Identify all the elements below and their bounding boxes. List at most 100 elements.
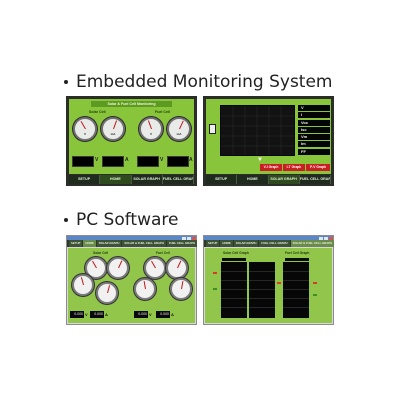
gauge-unit: mA: [176, 132, 182, 136]
gauge-unit: V: [83, 132, 86, 136]
pointer-icon: ▼: [257, 157, 263, 163]
grid-line: [249, 271, 275, 272]
legend-item: FF: [298, 148, 330, 155]
embedded-graph-display: V I Voc Isc Vm Im FF ▼ V-I Graph I-T Gra…: [206, 99, 331, 174]
fuel-voltage-readout: 0.000: [134, 311, 148, 318]
fuel-graph-label: Fuel Cell Graph: [285, 251, 310, 255]
menu-solar-graph[interactable]: SOLAR GRAPH: [96, 240, 122, 247]
fuel-current-unit: A: [171, 312, 174, 317]
legend-item: Isc: [298, 126, 330, 133]
pc-home-body: Solar Cell Fuel Cell 0.000 V 0.000 A 0.0…: [68, 248, 195, 323]
solar-graph-label: Solar Cell Graph: [223, 251, 249, 255]
solar-voltage-unit: V: [95, 157, 99, 163]
grid-line: [283, 280, 309, 281]
level-marker: [213, 272, 217, 274]
window-titlebar: [67, 236, 196, 240]
embedded-home-display: Solar & Fuel Cell Monitoring Solar Cell …: [69, 99, 194, 174]
menu-fuel-cell-graph[interactable]: FUEL CELL GRAPH: [166, 240, 198, 247]
fuel-voltage-value: [137, 156, 159, 167]
grid-line: [249, 280, 275, 281]
grid-line: [283, 271, 309, 272]
menu-solar-fuel-graph[interactable]: SOLAR & FUEL CELL GRAPH: [290, 240, 335, 247]
embedded-title: Solar & Fuel Cell Monitoring: [91, 101, 172, 107]
fuel-voltage-unit: V: [149, 312, 152, 317]
solar-voltage-value: [72, 156, 94, 167]
solar-power-gauge: [72, 274, 94, 296]
close-icon[interactable]: [329, 236, 333, 240]
solar-current-gauge: mA: [101, 117, 125, 141]
window-titlebar: [204, 236, 333, 240]
pc-home-window: SETUP HOME SOLAR GRAPH SOLAR & FUEL CELL…: [66, 235, 198, 325]
nav-home[interactable]: HOME: [237, 175, 269, 184]
heading-embedded: Embedded Monitoring System: [64, 72, 333, 92]
solar-graph-plot-2: [249, 262, 275, 318]
gauge-needle: [181, 281, 184, 290]
measurement-legend: V I Voc Isc Vm Im FF: [298, 105, 330, 156]
solar-graph-readout: [222, 258, 246, 261]
gauge-needle: [80, 120, 86, 130]
scale-marker: [209, 124, 216, 134]
fuel-current-gauge: mA: [167, 117, 191, 141]
solar-graph-plot: [220, 105, 295, 156]
embedded-nav: SETUP HOME SOLAR GRAPH FUEL CELL GRAPH: [206, 175, 331, 184]
grid-line: [249, 289, 275, 290]
embedded-home-screen: Solar & Fuel Cell Monitoring Solar Cell …: [66, 96, 197, 186]
legend-item: I: [298, 112, 330, 119]
solar-cell-label: Solar Cell: [89, 110, 106, 114]
gauge-needle: [177, 260, 182, 269]
fuel-voltage-gauge: [144, 257, 166, 279]
nav-home[interactable]: HOME: [100, 175, 132, 184]
fuel-voltage-gauge: V: [139, 117, 163, 141]
legend-item: V: [298, 105, 330, 111]
nav-fuel-cell-graph[interactable]: FUEL CELL GRAPH: [299, 175, 331, 184]
menu-home[interactable]: HOME: [220, 240, 233, 247]
level-marker: [213, 288, 217, 290]
fuel-cell-label: Fuel Cell: [155, 110, 170, 114]
menu-solar-fuel-graph[interactable]: SOLAR & FUEL CELL GRAPH: [122, 240, 166, 247]
grid-line: [221, 289, 247, 290]
tab-vi-graph[interactable]: V-I Graph: [260, 164, 282, 171]
gauge-needle: [147, 120, 152, 130]
minimize-icon[interactable]: [319, 236, 323, 240]
fuel-cell-label: Fuel Cell: [156, 251, 170, 255]
grid-line: [283, 289, 309, 290]
nav-setup[interactable]: SETUP: [206, 175, 238, 184]
gauge-needle: [118, 260, 123, 269]
solar-current-value: [102, 156, 124, 167]
menu-solar-graph[interactable]: SOLAR GRAPH: [233, 240, 259, 247]
menu-setup[interactable]: SETUP: [69, 240, 83, 247]
nav-solar-graph[interactable]: SOLAR GRAPH: [131, 175, 163, 184]
legend-item: Vm: [298, 134, 330, 141]
menu-home[interactable]: HOME: [83, 240, 96, 247]
grid-line: [221, 307, 247, 308]
embedded-graph-screen: V I Voc Isc Vm Im FF ▼ V-I Graph I-T Gra…: [203, 96, 334, 186]
legend-item: Voc: [298, 119, 330, 126]
grid-line: [283, 298, 309, 299]
menu-fuel-cell-graph[interactable]: FUEL CELL GRAPH: [259, 240, 290, 247]
pc-menu: SETUP HOME SOLAR GRAPH SOLAR & FUEL CELL…: [67, 240, 198, 247]
maximize-icon[interactable]: [187, 236, 191, 240]
menu-setup[interactable]: SETUP: [206, 240, 220, 247]
heading-embedded-text: Embedded Monitoring System: [76, 72, 333, 92]
gauge-needle: [107, 285, 111, 294]
fuel-current-readout: 0.000: [156, 311, 170, 318]
heading-pc-text: PC Software: [76, 210, 179, 230]
heading-pc: PC Software: [64, 210, 178, 230]
level-marker: [313, 282, 317, 284]
fuel-current-gauge: [166, 257, 188, 279]
solar-current-gauge: [107, 257, 129, 279]
close-icon[interactable]: [192, 236, 196, 240]
nav-setup[interactable]: SETUP: [69, 175, 101, 184]
pc-graph-window: SETUP HOME SOLAR GRAPH FUEL CELL GRAPH S…: [203, 235, 335, 325]
tab-it-graph[interactable]: I-T Graph: [283, 164, 305, 171]
nav-solar-graph[interactable]: SOLAR GRAPH: [268, 175, 300, 184]
solar-voltage-unit: V: [85, 312, 88, 317]
minimize-icon[interactable]: [182, 236, 186, 240]
tab-pv-graph[interactable]: P-V Graph: [306, 164, 330, 171]
maximize-icon[interactable]: [324, 236, 328, 240]
legend-item: Im: [298, 141, 330, 148]
nav-fuel-cell-graph[interactable]: FUEL CELL GRAPH: [162, 175, 194, 184]
grid-line: [221, 271, 247, 272]
solar-cell-label: Solar Cell: [93, 251, 109, 255]
bullet-icon: [64, 80, 68, 84]
